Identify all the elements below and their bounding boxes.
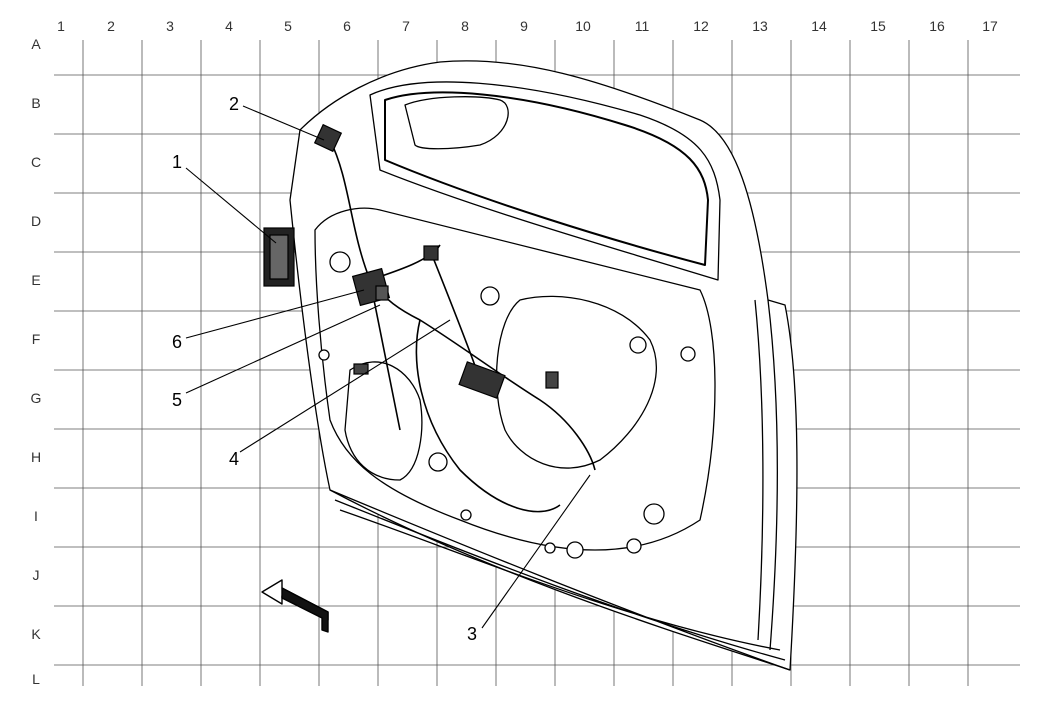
harness-connector-right (545, 371, 559, 389)
column-label: 5 (284, 18, 292, 34)
mount-hole (428, 452, 448, 472)
callout-leader-4 (239, 319, 451, 453)
row-label: H (31, 449, 41, 465)
wiring-harness (329, 139, 596, 513)
callout-leader-1 (185, 167, 277, 244)
callout-label-4: 4 (229, 449, 239, 469)
door-sill (329, 489, 791, 671)
callout-leader-3 (481, 474, 591, 629)
callout-leader-2 (242, 105, 325, 141)
column-label: 8 (461, 18, 469, 34)
column-label: 3 (166, 18, 174, 34)
column-label: 16 (929, 18, 945, 34)
column-label: 13 (752, 18, 768, 34)
callout-leader-6 (185, 289, 365, 339)
mount-hole (480, 286, 500, 306)
row-label: K (31, 626, 41, 642)
mirror-mount (404, 96, 509, 150)
callout-label-5: 5 (172, 390, 182, 410)
mount-hole (566, 541, 584, 559)
mount-hole (680, 346, 696, 362)
column-label: 17 (982, 18, 998, 34)
row-label: A (31, 36, 41, 52)
lower-cutout (344, 361, 423, 481)
door-lock-module-detail (269, 234, 289, 280)
row-label: C (31, 154, 41, 170)
column-label: 11 (635, 18, 650, 34)
mount-hole (626, 538, 642, 554)
mount-hole (629, 336, 647, 354)
harness-connector-small (423, 245, 439, 261)
callout-numbers: 1 2 3 4 5 6 (172, 94, 477, 644)
row-label: D (31, 213, 41, 229)
callout-label-2: 2 (229, 94, 239, 114)
row-label: L (32, 671, 40, 687)
column-labels: 1 2 3 4 5 6 7 8 9 10 11 12 13 14 15 16 1… (57, 18, 998, 34)
mount-hole (329, 251, 351, 273)
components (263, 123, 559, 399)
row-label: B (31, 95, 40, 111)
column-label: 4 (225, 18, 233, 34)
column-label: 12 (693, 18, 709, 34)
door-panel (289, 60, 798, 671)
harness-clip (375, 285, 389, 301)
column-label: 6 (343, 18, 351, 34)
callout-leader-5 (185, 304, 381, 394)
harness-clip (353, 363, 369, 375)
mount-hole (544, 542, 556, 554)
door-rear-edge (754, 299, 778, 651)
hinge-connector (313, 123, 343, 153)
front-direction-arrow-icon (261, 579, 329, 633)
mount-hole (643, 503, 665, 525)
mount-hole (460, 509, 472, 521)
column-label: 14 (811, 18, 827, 34)
callout-label-6: 6 (172, 332, 182, 352)
row-label: I (34, 508, 38, 524)
callout-leaders (185, 105, 591, 629)
row-label: J (33, 567, 40, 583)
column-label: 10 (575, 18, 591, 34)
callout-label-3: 3 (467, 624, 477, 644)
column-label: 9 (520, 18, 528, 34)
row-labels: A B C D E F G H I J K L (31, 36, 42, 687)
callout-label-1: 1 (172, 152, 182, 172)
mount-hole (318, 349, 330, 361)
window-motor (458, 361, 506, 399)
row-label: E (31, 272, 40, 288)
column-label: 7 (402, 18, 410, 34)
row-label: G (31, 390, 42, 406)
column-label: 15 (870, 18, 886, 34)
row-label: F (32, 331, 41, 347)
column-label: 1 (57, 18, 65, 34)
column-label: 2 (107, 18, 115, 34)
